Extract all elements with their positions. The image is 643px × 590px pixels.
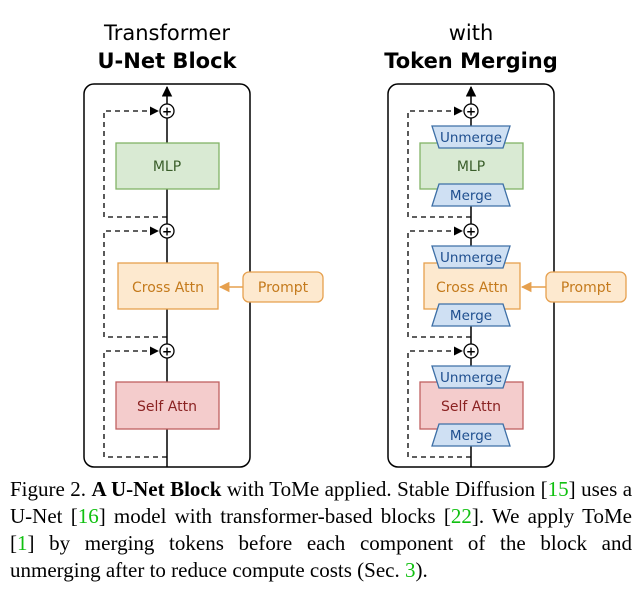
citation-link[interactable]: 1 [17, 531, 28, 555]
caption-text: ]. We apply ToMe [ [10, 504, 632, 555]
left-title-line1: Transformer [103, 21, 230, 45]
unmerge-box [431, 125, 511, 149]
add-node-icon: + [159, 103, 175, 119]
cross-attn-box [423, 262, 521, 310]
add-node-icon: + [463, 103, 479, 119]
figure-label: Figure 2. [10, 477, 87, 501]
svg-text:+: + [162, 105, 172, 119]
prompt-label: Prompt [561, 280, 612, 296]
unmerge-box [431, 245, 511, 269]
unmerge-label: Unmerge [440, 130, 502, 146]
mlp-box [115, 142, 220, 190]
citation-link[interactable]: 16 [77, 504, 99, 528]
mlp-label: MLP [457, 159, 485, 175]
merge-label: Merge [450, 428, 492, 444]
self-attn-label: Self Attn [137, 399, 197, 415]
figure-diagram: Transformer U-Net Block + + + MLP Cross … [83, 21, 627, 468]
skip-connection-mlp [103, 106, 167, 218]
section-link[interactable]: 3 [404, 558, 416, 582]
mlp-label: MLP [153, 159, 181, 175]
cross-attn-label: Cross Attn [436, 280, 508, 296]
caption-text: ). [415, 558, 428, 582]
svg-text:+: + [162, 345, 172, 359]
self-attn-label: Self Attn [441, 399, 501, 415]
citation-link[interactable]: 15 [547, 477, 569, 501]
right-title-line1: with [449, 21, 494, 45]
svg-text:+: + [466, 105, 476, 119]
merge-label: Merge [450, 188, 492, 204]
svg-text:+: + [162, 225, 172, 239]
unmerge-label: Unmerge [440, 250, 502, 266]
caption-bold-title: A U-Net Block [91, 477, 222, 501]
left-title-line2: U-Net Block [98, 49, 238, 73]
caption-text: ] uses a U-Net [ [10, 477, 633, 528]
svg-text:+: + [466, 345, 476, 359]
skip-connection-cross [103, 226, 167, 338]
caption-text: ] by merging tokens before each componen… [10, 531, 632, 582]
prompt-label: Prompt [258, 280, 309, 296]
skip-connection-self [103, 346, 167, 458]
self-attn-box [419, 381, 524, 430]
merge-box [431, 183, 511, 207]
citation-link[interactable]: 22 [450, 504, 472, 528]
right-panel: with Token Merging + + + MLP Unmerge Mer… [384, 21, 627, 468]
figure-caption: Figure 2. A U-Net Block with ToMe applie… [10, 476, 632, 584]
self-attn-box [115, 381, 220, 430]
add-node-icon: + [463, 343, 479, 359]
unmerge-box [431, 365, 511, 389]
merge-label: Merge [450, 308, 492, 324]
svg-text:+: + [466, 225, 476, 239]
cross-attn-box [117, 262, 219, 310]
caption-text: ] model with transformer-based blocks [ [98, 504, 451, 528]
skip-connection-mlp [407, 106, 471, 218]
unmerge-label: Unmerge [440, 370, 502, 386]
caption-text: with ToMe applied. Stable Diffusion [ [221, 477, 548, 501]
left-panel: Transformer U-Net Block + + + MLP Cross … [83, 21, 324, 468]
mlp-box [419, 142, 524, 190]
skip-connection-cross [407, 226, 471, 338]
cross-attn-label: Cross Attn [132, 280, 204, 296]
right-title-line2: Token Merging [384, 49, 558, 73]
add-node-icon: + [463, 223, 479, 239]
skip-connection-self [407, 346, 471, 458]
add-node-icon: + [159, 343, 175, 359]
merge-box [431, 423, 511, 447]
add-node-icon: + [159, 223, 175, 239]
merge-box [431, 303, 511, 327]
